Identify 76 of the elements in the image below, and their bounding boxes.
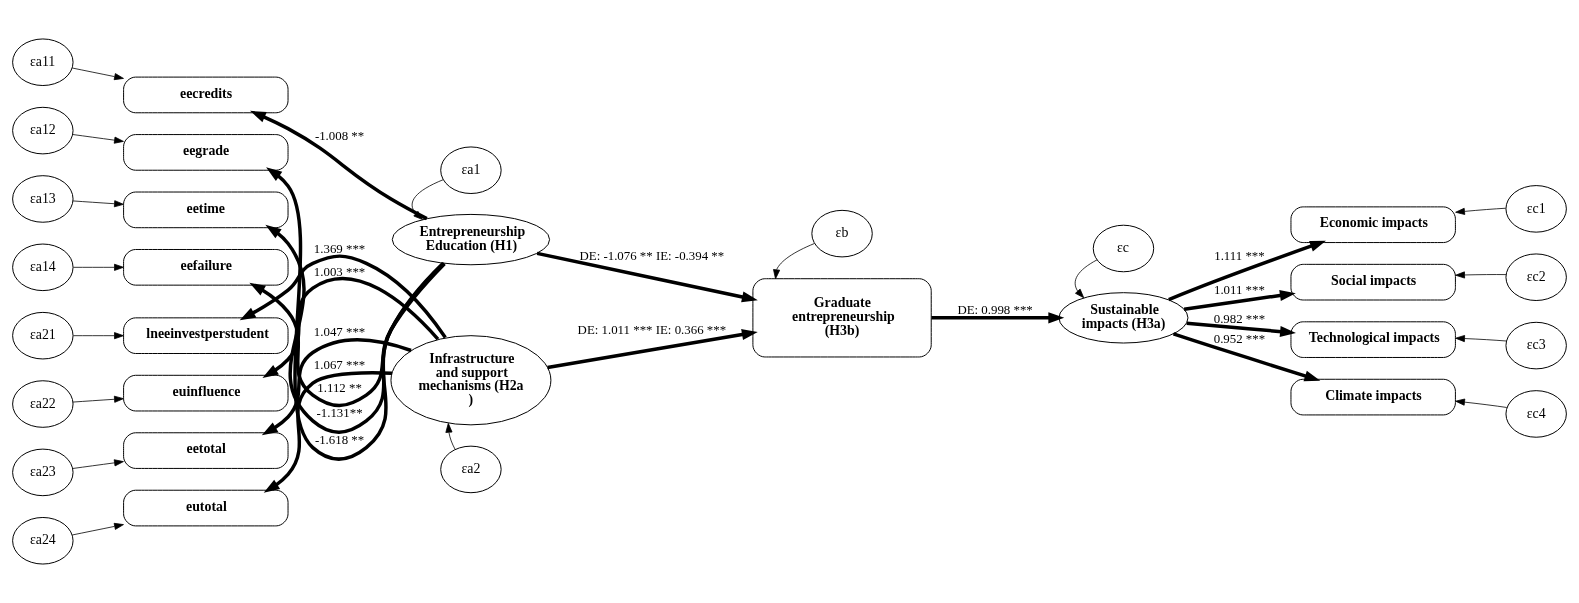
arrow	[262, 276, 440, 378]
node-ellipse: εc1	[1505, 185, 1567, 233]
arrow	[1168, 240, 1326, 302]
edge-label: 1.369 ***	[313, 241, 366, 256]
node-box: eutotal	[123, 489, 289, 527]
node-ellipse: εa24	[12, 516, 74, 565]
node-ellipse: εa12	[12, 106, 74, 155]
arrow	[72, 134, 124, 144]
edge-label: 1.112 **	[317, 380, 362, 395]
node-ellipse: εc	[1092, 224, 1155, 273]
node-box: Graduate entrepreneurship (H3b)	[752, 278, 932, 358]
arrow	[1183, 289, 1296, 311]
node-ellipse: εc2	[1505, 253, 1567, 301]
node-ellipse: εc4	[1505, 390, 1567, 438]
arrow	[773, 243, 815, 280]
arrow	[536, 251, 758, 303]
arrow	[71, 67, 124, 81]
node-ellipse: Sustainable impacts (H3a)	[1058, 292, 1189, 344]
node-box: eetotal	[123, 432, 289, 469]
edge-label: -1.618 **	[314, 433, 365, 448]
arrow	[263, 371, 393, 493]
edge-label: DE: 0.998 ***	[957, 303, 1033, 318]
node-box: Technological impacts	[1290, 321, 1456, 358]
node-box: eefailure	[123, 249, 289, 286]
node-ellipse: εa2	[440, 445, 502, 494]
arrow	[931, 312, 1065, 324]
arrow	[1172, 332, 1321, 382]
arrow	[249, 262, 446, 408]
edge-label: -1.131**	[316, 406, 363, 421]
arrow	[261, 338, 412, 436]
edge-label: -1.008 **	[314, 128, 365, 143]
node-ellipse: εa13	[12, 175, 74, 223]
edge-label: 0.952 ***	[1213, 332, 1266, 347]
edge-label: 1.111 ***	[1214, 248, 1265, 263]
node-box: Economic impacts	[1290, 206, 1456, 244]
node-ellipse: εa23	[12, 448, 74, 497]
edge-label: 1.011 ***	[1213, 283, 1265, 298]
arrow	[72, 459, 124, 469]
node-box: Climate impacts	[1290, 378, 1456, 416]
node-box: lneeinvestperstudent	[123, 317, 289, 354]
edge-label: 1.047 ***	[313, 325, 366, 340]
arrow	[72, 200, 124, 208]
arrow	[72, 332, 124, 340]
node-ellipse: εc3	[1505, 321, 1567, 370]
node-ellipse: εb	[811, 209, 873, 258]
arrow	[445, 422, 456, 450]
node-box: eegrade	[123, 134, 289, 171]
node-ellipse: εa1	[440, 146, 502, 194]
edge-label: 1.003 ***	[313, 264, 366, 279]
node-ellipse: εa14	[12, 243, 74, 292]
edge-label: 1.067 ***	[313, 357, 366, 372]
edge-label: DE: -1.076 ** IE: -0.394 **	[579, 248, 725, 263]
node-box: euinfluence	[123, 374, 289, 412]
arrow	[547, 329, 758, 370]
arrow	[1074, 259, 1098, 299]
arrow	[1455, 335, 1507, 343]
edge-label: 0.982 ***	[1213, 312, 1266, 327]
node-ellipse: Infrastructure and support mechanisms (H2a )	[390, 335, 552, 426]
arrow	[1455, 207, 1507, 215]
arrow	[1455, 271, 1507, 279]
arrow	[265, 224, 445, 434]
node-ellipse: Entrepreneurship Education (H1)	[391, 213, 551, 266]
node-box: eecredits	[123, 76, 289, 114]
arrow	[72, 395, 124, 403]
edge-label: DE: 1.011 *** IE: 0.366 ***	[577, 323, 727, 338]
node-box: Social impacts	[1290, 263, 1456, 301]
arrow	[239, 254, 447, 339]
arrow	[71, 522, 124, 536]
node-ellipse: εa22	[12, 380, 74, 428]
arrow	[1455, 398, 1508, 408]
node-box: eetime	[123, 191, 289, 229]
arrow	[266, 167, 445, 461]
node-ellipse: εa11	[12, 38, 74, 87]
arrow	[1186, 321, 1296, 338]
node-ellipse: εa21	[12, 311, 74, 360]
arrow	[72, 263, 124, 271]
